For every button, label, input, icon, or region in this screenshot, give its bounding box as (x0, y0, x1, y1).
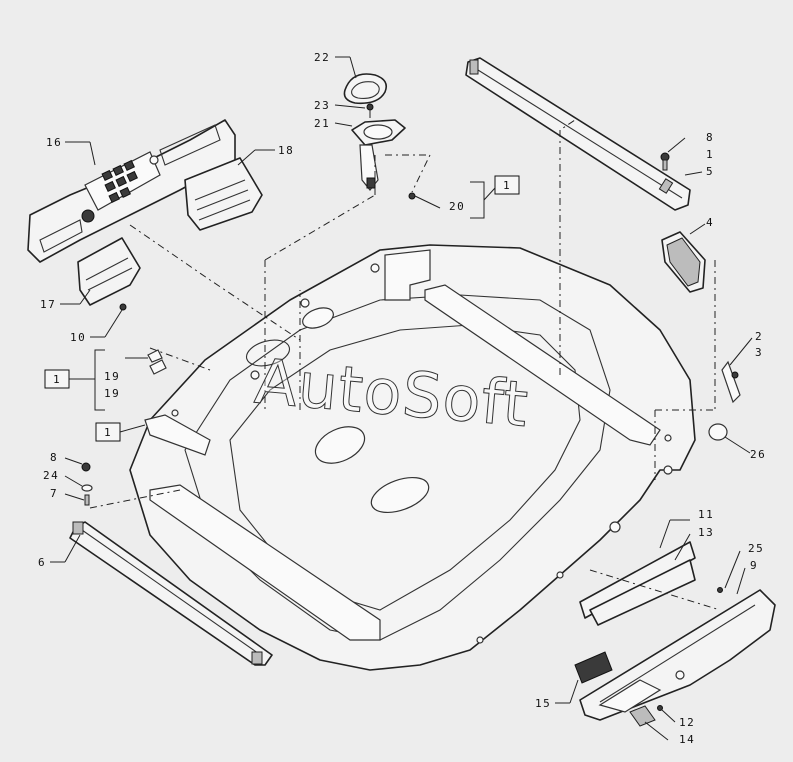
lamp-bezel-21 (351, 119, 406, 191)
callout-12: 12 (679, 716, 695, 729)
roof-opening-small (302, 307, 334, 329)
callout-24: 24 (43, 469, 59, 482)
callout-2: 2 (755, 330, 763, 343)
bracket-2 (721, 360, 741, 404)
bolt-8-top (660, 152, 670, 171)
ref-box-19-text: 1 (53, 373, 60, 386)
assembly-lines (89, 119, 721, 611)
clip-19 (147, 349, 167, 375)
clip-12-14 (629, 705, 663, 727)
insulation-pad-13 (589, 559, 696, 626)
callout-9: 9 (750, 559, 758, 572)
callout-10: 10 (70, 331, 86, 344)
callout-15: 15 (535, 697, 551, 710)
callout-18: 18 (278, 144, 294, 157)
callout-8-left: 8 (50, 451, 58, 464)
callout-5: 5 (706, 165, 714, 178)
roof-opening-oval (314, 426, 366, 464)
callout-8-top: 8 (706, 131, 714, 144)
screw-25 (717, 587, 723, 593)
connector-20 (408, 192, 416, 200)
callouts: 16 18 17 10 22 23 21 20 8 1 5 4 2 3 26 1… (38, 51, 766, 746)
fasteners-8-24-7 (81, 462, 93, 506)
callout-14: 14 (679, 733, 695, 746)
callout-1-top: 1 (706, 148, 714, 161)
callout-6: 6 (38, 556, 46, 569)
control-console-16 (27, 119, 236, 263)
mount-holes-right (663, 434, 673, 475)
callout-13: 13 (698, 526, 714, 539)
front-grab-bar-6 (69, 521, 273, 666)
plug-26 (708, 423, 728, 441)
speaker-grille-18 (184, 157, 263, 231)
callout-19-upper: 19 (104, 370, 120, 383)
callout-21: 21 (314, 117, 330, 130)
ref-box-main-text: 1 (104, 426, 111, 439)
callout-16: 16 (46, 136, 62, 149)
callout-11: 11 (698, 508, 714, 521)
rear-trim-bar-9 (579, 589, 776, 721)
callout-26: 26 (750, 448, 766, 461)
visor-panel-4 (661, 231, 706, 293)
rear-grab-bar (465, 57, 691, 211)
speaker-grille-17 (77, 237, 141, 306)
ref-box-20-text: 1 (503, 179, 510, 192)
screw-10 (119, 303, 127, 311)
insulation-pad-11 (579, 541, 696, 619)
callout-23: 23 (314, 99, 330, 112)
callout-22: 22 (314, 51, 330, 64)
callout-20: 20 (449, 200, 465, 213)
screw-3 (731, 371, 739, 379)
headliner-panel (129, 244, 696, 671)
lamp-lens-15 (574, 651, 613, 684)
roof-opening-lower (370, 476, 430, 514)
dome-lamp-trim-22 (343, 73, 388, 105)
callout-7: 7 (50, 487, 58, 500)
callout-3: 3 (755, 346, 763, 359)
ref-box-20 (494, 175, 520, 195)
boxed-references: 1 1 1 (44, 175, 520, 442)
callout-4: 4 (706, 216, 714, 229)
callout-19-lower: 19 (104, 387, 120, 400)
screw-23 (366, 103, 374, 118)
callout-17: 17 (40, 298, 56, 311)
callout-25: 25 (748, 542, 764, 555)
